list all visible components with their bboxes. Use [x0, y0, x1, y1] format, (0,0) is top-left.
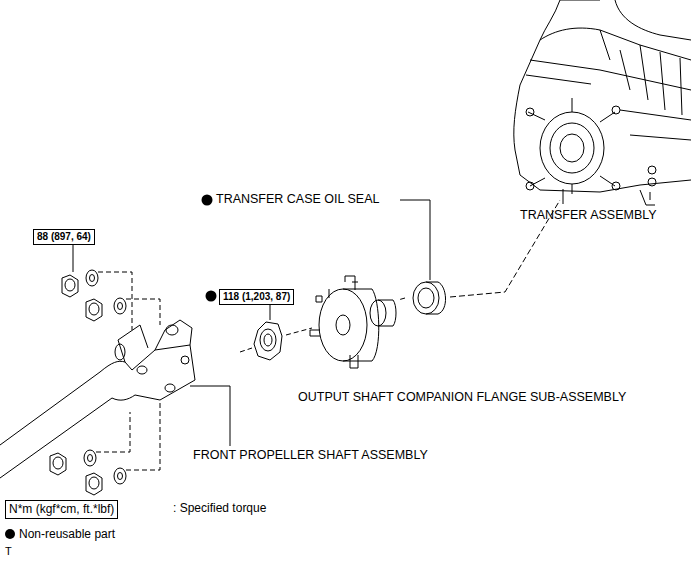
- part-label: FRONT PROPELLER SHAFT ASSEMBLY: [193, 448, 428, 463]
- figure-code: T: [5, 544, 12, 559]
- torque-value: 118 (1,203, 87): [223, 291, 290, 303]
- oil-seal: [202, 195, 561, 315]
- part-label: TRANSFER CASE OIL SEAL: [216, 192, 379, 207]
- nuts-washers: [50, 243, 160, 495]
- legend-text: Non-reusable part: [19, 527, 115, 541]
- legend-entry: Non-reusable part: [5, 527, 115, 542]
- part-label: TRANSFER ASSEMBLY: [520, 208, 657, 223]
- companion-flange: [310, 276, 405, 368]
- torque-spec-box: 118 (1,203, 87): [219, 289, 294, 305]
- legend-text: : Specified torque: [173, 501, 266, 515]
- torque-spec-box: 88 (897, 64): [33, 229, 95, 245]
- legend-entry: : Specified torque: [173, 501, 266, 516]
- torque-value: 88 (897, 64): [37, 231, 91, 243]
- transfer-housing: [514, 0, 691, 205]
- torque-value: N*m (kgf*cm, ft.*lbf): [9, 502, 114, 517]
- part-label: OUTPUT SHAFT COMPANION FLANGE SUB-ASSEMB…: [298, 390, 626, 405]
- non-reusable-mark: [5, 529, 15, 539]
- torque-unit-box: N*m (kgf*cm, ft.*lbf): [5, 500, 118, 519]
